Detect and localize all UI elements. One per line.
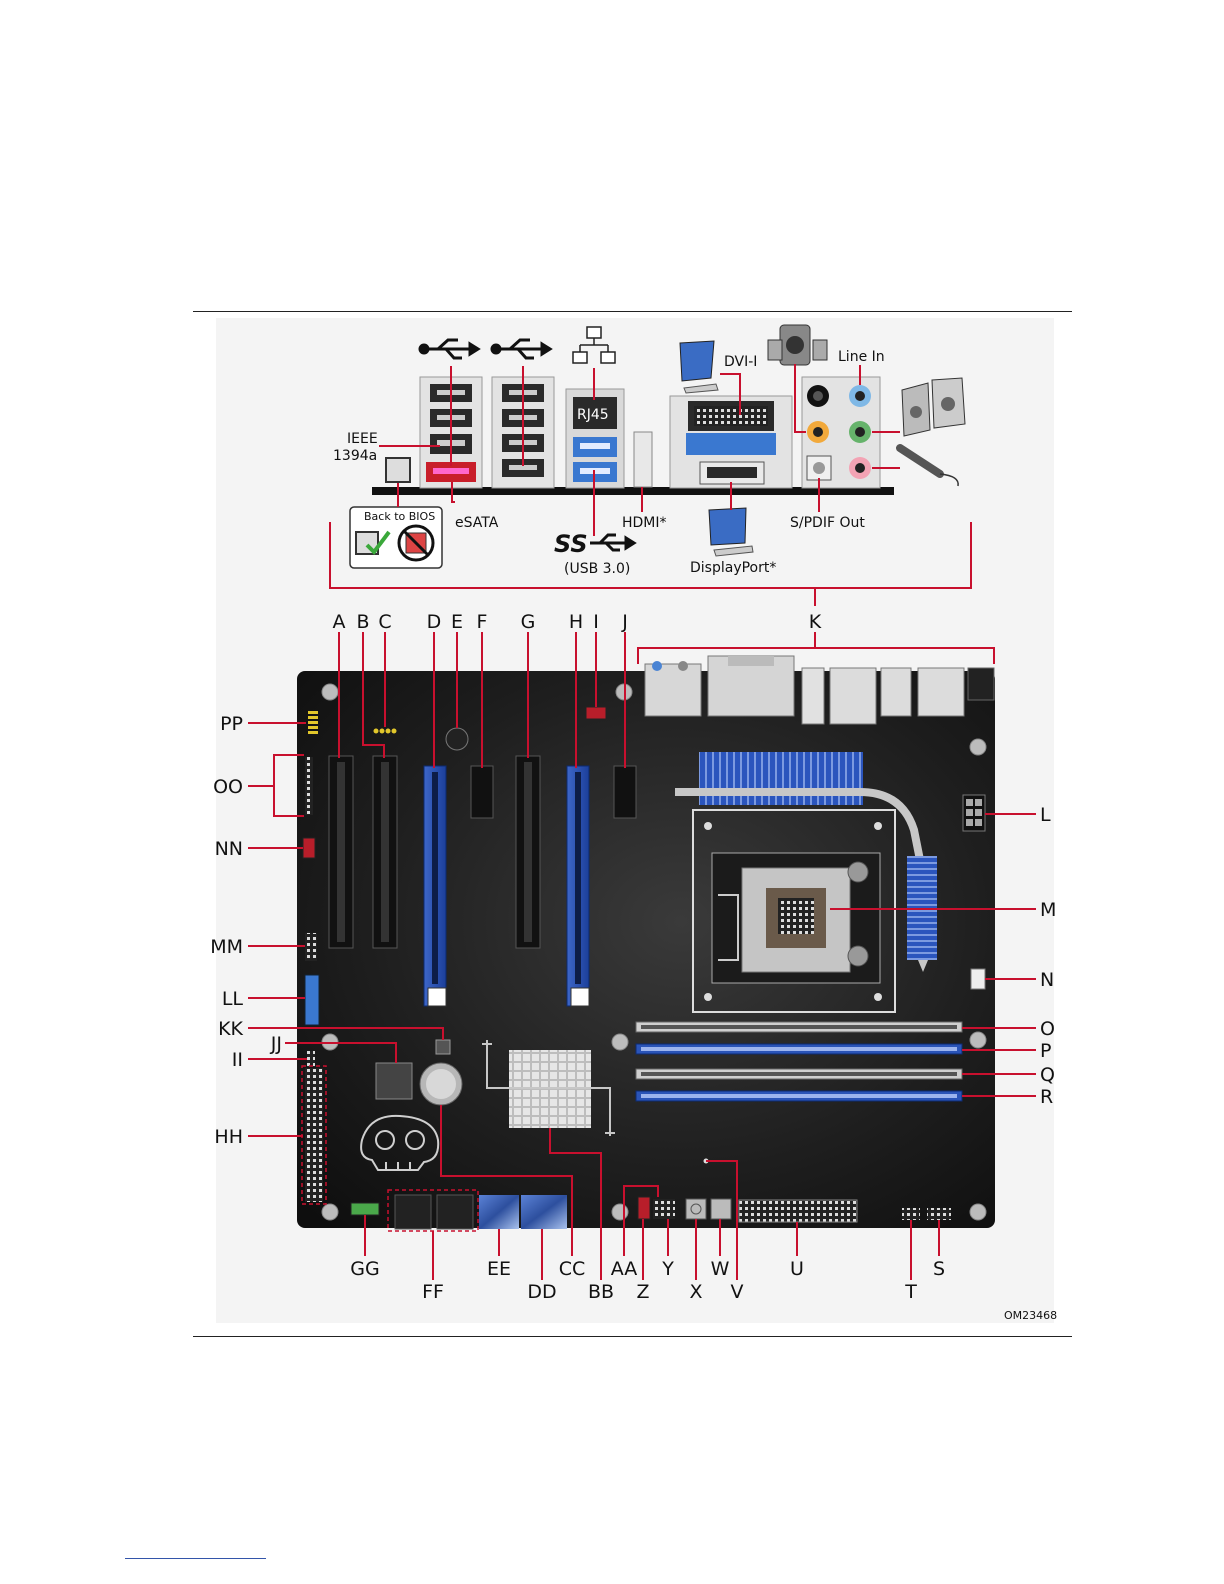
back-to-bios-label: Back to BIOS [364,510,435,523]
callout-oo: OO [213,776,243,798]
power-button-x [686,1199,706,1219]
displayport-label: DisplayPort* [690,560,776,576]
mosfet-ff-1 [395,1195,431,1229]
hdmi-port [634,432,652,487]
callout-b: B [356,611,369,633]
callout-cc: CC [559,1258,586,1280]
header-z [638,1197,650,1219]
header-nn [303,838,315,858]
header-gg [351,1203,379,1215]
callout-ii: II [232,1049,243,1071]
pci-slot-a [329,756,353,948]
pcie-x16-slot-h [567,766,589,1006]
callout-v: V [731,1281,744,1303]
pcie-x1-slot-j [614,766,636,818]
header-i [586,707,606,719]
dvi-label: DVI-I [724,354,757,370]
callout-w: W [711,1258,730,1280]
header-y [653,1199,675,1219]
pcie-x16-slot-d [424,766,446,1006]
vrm-heatsink-top [699,752,863,805]
callout-c: C [378,611,391,633]
dimm-slot-r [636,1091,962,1101]
mosfet-ff-2 [437,1195,473,1229]
callout-h: H [569,611,583,633]
reset-button-w [711,1199,731,1219]
callout-mm: MM [210,936,243,958]
dimm-slot-q [636,1069,962,1079]
dimm-slot-p [636,1044,962,1054]
header-ii [307,1051,315,1067]
chip-jj [376,1063,412,1099]
usb3-label: (USB 3.0) [564,561,630,577]
callout-f: F [477,611,488,633]
callout-kk: KK [218,1018,243,1040]
callout-q: Q [1040,1064,1055,1086]
header-mm [305,933,317,961]
atx-power-u [739,1200,857,1222]
callout-bb: BB [588,1281,614,1303]
callout-u: U [790,1258,804,1280]
speaker-e [446,728,468,750]
callout-g: G [521,611,536,633]
superspeed-label: SS [554,530,588,558]
chip-kk [436,1040,450,1054]
callout-s: S [933,1258,945,1280]
pcie-x1-slot-f [471,766,493,818]
back-to-bios-button [386,458,410,482]
callout-r: R [1040,1086,1053,1108]
callout-gg: GG [350,1258,379,1280]
spdif-label: S/PDIF Out [790,515,865,531]
pci-slot-b [373,756,397,948]
chip-dd [521,1195,567,1229]
figure-id: OM23468 [1004,1309,1057,1322]
header-t [902,1208,920,1220]
callout-o: O [1040,1018,1055,1040]
callout-ee: EE [487,1258,511,1280]
callout-d: D [427,611,442,633]
callout-ff: FF [422,1281,444,1303]
callout-k: K [809,611,822,633]
fan-header-n [971,969,985,989]
callout-z: Z [636,1281,649,1303]
callout-y: Y [661,1258,674,1280]
callout-a: A [333,611,346,633]
callout-p: P [1040,1040,1051,1062]
power-connector-l [963,795,985,831]
header-s [927,1208,951,1220]
header-oo [305,757,313,815]
callout-n: N [1040,969,1054,991]
hdmi-label: HDMI* [622,515,667,531]
ieee-number-label: 1394a [333,448,377,464]
callout-x: X [689,1281,702,1303]
callout-l: L [1040,804,1051,826]
callout-e: E [451,611,463,633]
callout-ll: LL [222,988,244,1010]
cpu-socket-m [712,853,880,983]
callout-jj: JJ [270,1033,282,1055]
callout-t: T [904,1281,917,1303]
header-ll [305,975,319,1025]
callout-nn: NN [215,838,243,860]
chip-ee [479,1195,519,1229]
motherboard [297,656,995,1231]
dvi-displayport-stack [670,396,792,488]
board-pcb [297,671,995,1228]
line-in-label: Line In [838,349,885,365]
callout-i: I [593,611,599,633]
header-hh [305,1068,323,1202]
callout-m: M [1040,899,1056,921]
audio-jack-block [802,377,880,488]
ieee-label: IEEE [347,431,378,447]
callout-j: J [621,611,628,633]
callout-pp: PP [220,713,243,735]
pci-slot-g [516,756,540,948]
callout-aa: AA [611,1258,638,1280]
esata-label: eSATA [455,515,499,531]
callout-hh: HH [214,1126,243,1148]
rj45-label: RJ45 [577,407,609,423]
dimm-slot-o [636,1022,962,1032]
callout-dd: DD [527,1281,556,1303]
